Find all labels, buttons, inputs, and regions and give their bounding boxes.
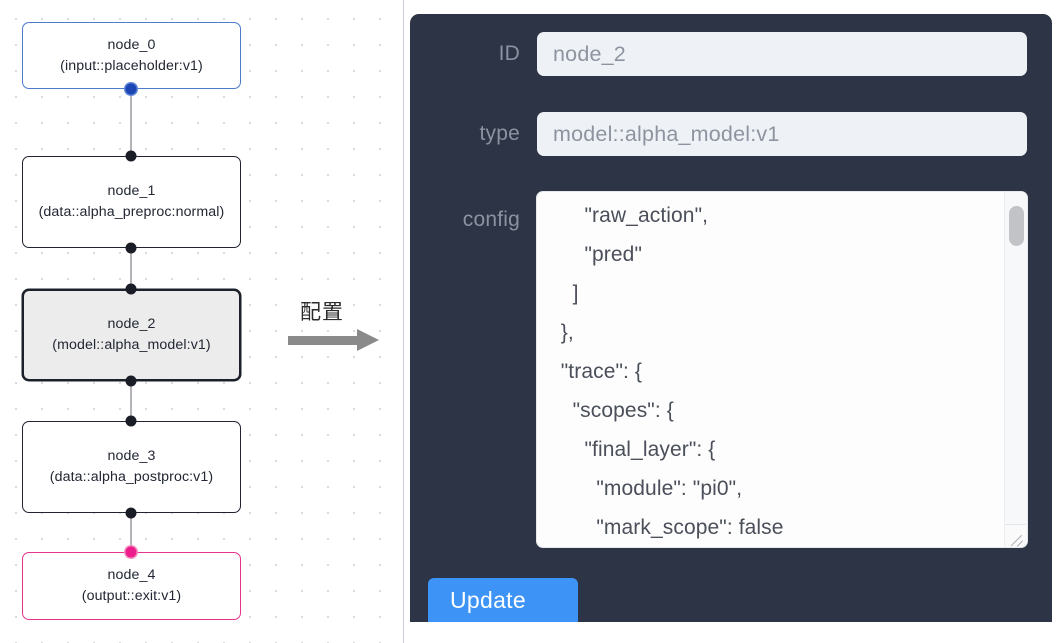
- type-field-row: type: [410, 112, 1052, 156]
- graph-node-label: node_3 (data::alpha_postproc:v1): [49, 448, 214, 485]
- type-input[interactable]: [537, 112, 1027, 156]
- flow-annotation: 配置: [286, 296, 396, 370]
- node-handle-node_1-target[interactable]: [125, 150, 137, 162]
- node-handle-node_3-target[interactable]: [125, 415, 137, 427]
- graph-node-node_1[interactable]: node_1 (data::alpha_preproc:normal): [22, 156, 241, 248]
- id-field-label: ID: [498, 42, 520, 65]
- graph-node-label: node_2 (model::alpha_model:v1): [52, 316, 211, 353]
- edge-node1-node2: [130, 248, 132, 289]
- update-button[interactable]: Update: [428, 578, 578, 622]
- config-scrollbar[interactable]: [1004, 192, 1027, 547]
- config-field-row: config "raw_action", "pred" ] }, "trace"…: [410, 192, 1052, 554]
- flow-annotation-label: 配置: [300, 300, 344, 324]
- node-handle-node_2-target[interactable]: [125, 283, 137, 295]
- graph-node-node_4[interactable]: node_4 (output::exit:v1): [22, 552, 241, 620]
- graph-node-label: node_4 (output::exit:v1): [81, 567, 182, 604]
- id-field-row: ID: [410, 32, 1052, 76]
- edge-node2-node3: [130, 381, 132, 421]
- graph-node-node_0[interactable]: node_0 (input::placeholder:v1): [22, 22, 241, 89]
- right-arrow-icon: [288, 336, 360, 345]
- config-field-label: config: [462, 208, 520, 231]
- right-arrow-head-icon: [357, 329, 379, 351]
- node-handle-node_1-source[interactable]: [125, 242, 137, 254]
- node-graph-canvas[interactable]: node_0 (input::placeholder:v1) node_1 (d…: [0, 0, 404, 643]
- type-field-label: type: [479, 122, 520, 145]
- graph-node-node_3[interactable]: node_3 (data::alpha_postproc:v1): [22, 421, 241, 513]
- node-handle-node_4-target[interactable]: [125, 546, 137, 558]
- node-handle-node_3-source[interactable]: [125, 507, 137, 519]
- node-handle-node_0-source[interactable]: [125, 83, 137, 95]
- graph-node-node_2[interactable]: node_2 (model::alpha_model:v1): [22, 289, 241, 381]
- config-scrollbar-thumb[interactable]: [1009, 206, 1024, 246]
- graph-node-label: node_0 (input::placeholder:v1): [60, 36, 203, 74]
- graph-node-label: node_1 (data::alpha_preproc:normal): [38, 183, 225, 220]
- edge-node0-node1: [130, 89, 132, 156]
- config-textarea[interactable]: "raw_action", "pred" ] }, "trace": { "sc…: [537, 192, 1027, 547]
- panel-divider: [403, 0, 404, 643]
- edge-node3-node4: [130, 513, 132, 552]
- node-config-panel: ID type config "raw_action", "pred" ] },…: [410, 14, 1052, 622]
- resize-handle-icon[interactable]: [1005, 524, 1026, 546]
- id-input[interactable]: [537, 32, 1027, 76]
- config-textarea-content[interactable]: "raw_action", "pred" ] }, "trace": { "sc…: [560, 204, 784, 539]
- node-handle-node_2-source[interactable]: [125, 375, 137, 387]
